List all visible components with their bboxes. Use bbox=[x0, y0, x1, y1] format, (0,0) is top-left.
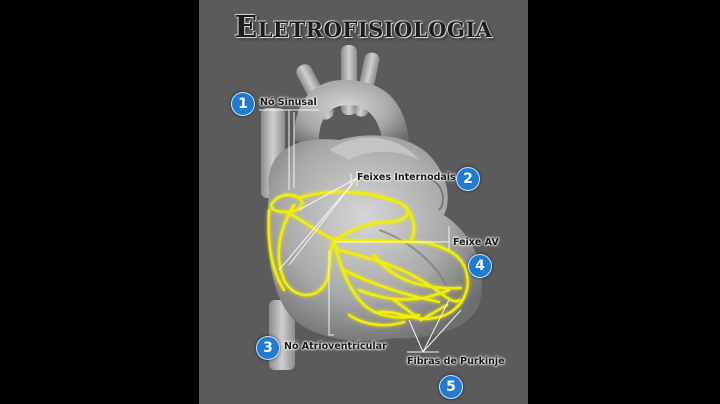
label-badge-4: 4 bbox=[468, 254, 492, 278]
heart-illustration bbox=[259, 45, 483, 370]
label-feixe-av: Feixe AV bbox=[453, 237, 499, 248]
diagram-title: Eletrofisiologia bbox=[234, 10, 493, 45]
conduction-system bbox=[267, 190, 469, 327]
label-badge-2: 2 bbox=[456, 167, 480, 191]
label-no-sinusal: Nó Sinusal bbox=[260, 97, 317, 108]
label-badge-1: 1 bbox=[231, 92, 255, 116]
great-vessels bbox=[261, 45, 409, 370]
label-no-atrioventricular: Nó Atrioventricular bbox=[284, 341, 387, 352]
label-feixes-internodais: Feixes Internodais bbox=[357, 172, 456, 183]
leader-lines bbox=[259, 109, 462, 353]
label-badge-3: 3 bbox=[256, 336, 280, 360]
heart-body bbox=[267, 135, 483, 341]
label-badge-5: 5 bbox=[439, 375, 463, 399]
label-fibras-de-purkinje: Fibras de Purkinje bbox=[407, 356, 505, 367]
diagram-panel: Eletrofisiologia 1 Nó Sinusal 2 Feixes I… bbox=[199, 0, 528, 404]
